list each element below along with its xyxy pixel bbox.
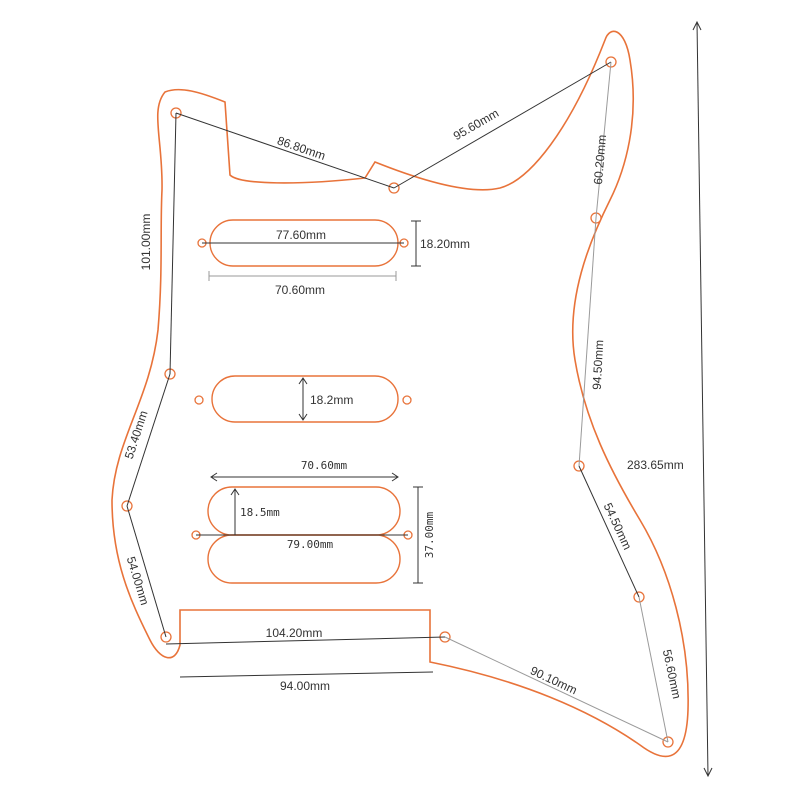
dim-line-right-upper: [578, 217, 597, 467]
label-humbucker-width: 37.00mm: [423, 511, 436, 558]
label-overall-height: 283.65mm: [627, 458, 684, 472]
label-neck-pickup-width: 18.20mm: [420, 237, 470, 251]
dim-arrow-height-bottom: [703, 767, 713, 778]
humbucker-top-coil-cutout: [207, 486, 401, 536]
label-horn-drop: 60.20mm: [591, 134, 609, 185]
dim-line-bottom-overall: [179, 671, 434, 678]
label-right-upper-drop: 94.50mm: [590, 339, 607, 390]
dim-arrow-height-top: [692, 20, 702, 31]
dim-line-left-mid: [126, 373, 171, 507]
label-neck-pickup-length: 77.60mm: [276, 228, 326, 242]
dim-arrow-hb-spacing-left: [210, 472, 218, 482]
dim-line-right-lower: [578, 465, 640, 598]
label-left-mid-drop: 53.40mm: [122, 409, 151, 461]
dim-line-top-left: [175, 112, 395, 189]
label-right-lower-drop: 54.50mm: [601, 501, 635, 552]
label-top-left-span: 86.80mm: [275, 133, 327, 163]
dim-line-overall-height: [696, 21, 709, 777]
pickguard-outline: [111, 30, 689, 758]
label-middle-pickup-width: 18.2mm: [310, 393, 353, 407]
dim-line-right-bottom: [638, 596, 669, 743]
dim-arrow-hb-spacing-right: [391, 472, 399, 482]
dim-line-top-right: [393, 61, 612, 189]
dim-arrow-middle-top: [298, 377, 308, 385]
label-humbucker-spacing: 70.60mm: [301, 459, 348, 472]
label-humbucker-length: 79.00mm: [287, 538, 334, 551]
dimension-labels: 86.80mm 95.60mm 60.20mm 94.50mm 54.50mm …: [122, 106, 684, 700]
label-humbucker-coil-width: 18.5mm: [240, 506, 280, 519]
screw-hole-icon: [402, 395, 412, 405]
dim-arrow-hb-coil-top: [230, 488, 240, 496]
label-bottom-overall: 94.00mm: [280, 679, 330, 693]
dim-arrow-middle-bottom: [298, 413, 308, 421]
dim-line-left-upper: [169, 112, 177, 375]
screw-hole-icon: [194, 395, 204, 405]
label-right-bottom-drop: 56.60mm: [660, 648, 684, 700]
label-bottom-cut-span: 104.20mm: [266, 626, 323, 640]
dimension-lines: [126, 20, 713, 778]
middle-pickup-cutout: [211, 375, 399, 423]
label-left-upper-drop: 101.00mm: [139, 214, 153, 271]
dim-line-bottom-right: [444, 636, 669, 743]
dim-line-bottom-cut: [165, 636, 446, 645]
dim-line-horn: [595, 61, 612, 219]
label-top-right-span: 95.60mm: [451, 106, 501, 143]
label-left-lower-drop: 54.00mm: [124, 555, 152, 607]
label-neck-pickup-spacing: 70.60mm: [275, 283, 325, 297]
dim-line-left-lower: [126, 505, 167, 638]
